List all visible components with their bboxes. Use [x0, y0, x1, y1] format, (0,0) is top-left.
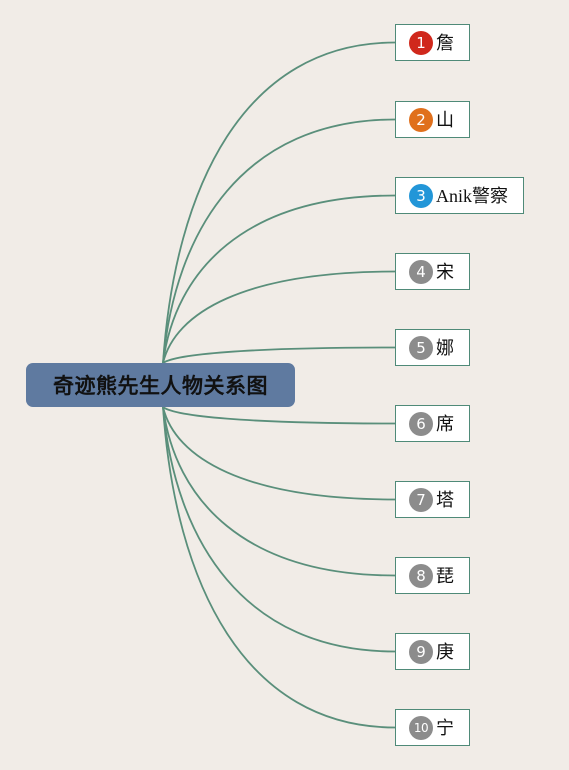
priority-3-icon: 3 — [409, 183, 433, 208]
priority-2-icon: 2 — [409, 107, 433, 132]
topic-label: 席 — [436, 413, 454, 434]
topic-node-10[interactable]: 10 宁 — [395, 709, 470, 746]
topic-label: Anik警察 — [436, 185, 508, 206]
topic-label: 詹 — [436, 32, 454, 53]
topic-label: 塔 — [436, 489, 454, 510]
priority-5-icon: 5 — [409, 335, 433, 360]
root-topic[interactable]: 奇迹熊先生人物关系图 — [26, 363, 295, 407]
topic-node-5[interactable]: 5 娜 — [395, 329, 470, 366]
topic-label: 娜 — [436, 337, 454, 358]
topic-node-8[interactable]: 8 琵 — [395, 557, 470, 594]
topic-label: 宋 — [436, 261, 454, 282]
connector-line-9 — [162, 406, 396, 653]
priority-7-icon: 7 — [409, 487, 433, 512]
topic-node-7[interactable]: 7 塔 — [395, 481, 470, 518]
connector-line-8 — [162, 406, 396, 577]
priority-1-icon: 1 — [409, 30, 433, 55]
root-topic-label: 奇迹熊先生人物关系图 — [53, 374, 268, 398]
connector-line-2 — [162, 118, 396, 364]
connector-line-1 — [162, 41, 396, 364]
topic-node-2[interactable]: 2 山 — [395, 101, 470, 138]
topic-label: 琵 — [436, 565, 454, 586]
topic-label: 宁 — [436, 717, 454, 738]
connector-line-3 — [162, 194, 396, 364]
priority-8-icon: 8 — [409, 563, 433, 588]
topic-node-4[interactable]: 4 宋 — [395, 253, 470, 290]
connector-line-5 — [162, 346, 396, 364]
topic-node-3[interactable]: 3 Anik警察 — [395, 177, 524, 214]
connector-line-7 — [162, 406, 396, 501]
connector-line-6 — [162, 406, 396, 425]
topic-node-9[interactable]: 9 庚 — [395, 633, 470, 670]
priority-4-icon: 4 — [409, 259, 433, 284]
topic-node-1[interactable]: 1 詹 — [395, 24, 470, 61]
priority-6-icon: 6 — [409, 411, 433, 436]
topic-node-6[interactable]: 6 席 — [395, 405, 470, 442]
priority-10-icon: 10 — [409, 715, 433, 740]
topic-label: 庚 — [436, 641, 454, 662]
topic-label: 山 — [436, 109, 454, 130]
priority-9-icon: 9 — [409, 639, 433, 664]
connector-line-10 — [162, 406, 396, 729]
connector-line-4 — [162, 270, 396, 364]
